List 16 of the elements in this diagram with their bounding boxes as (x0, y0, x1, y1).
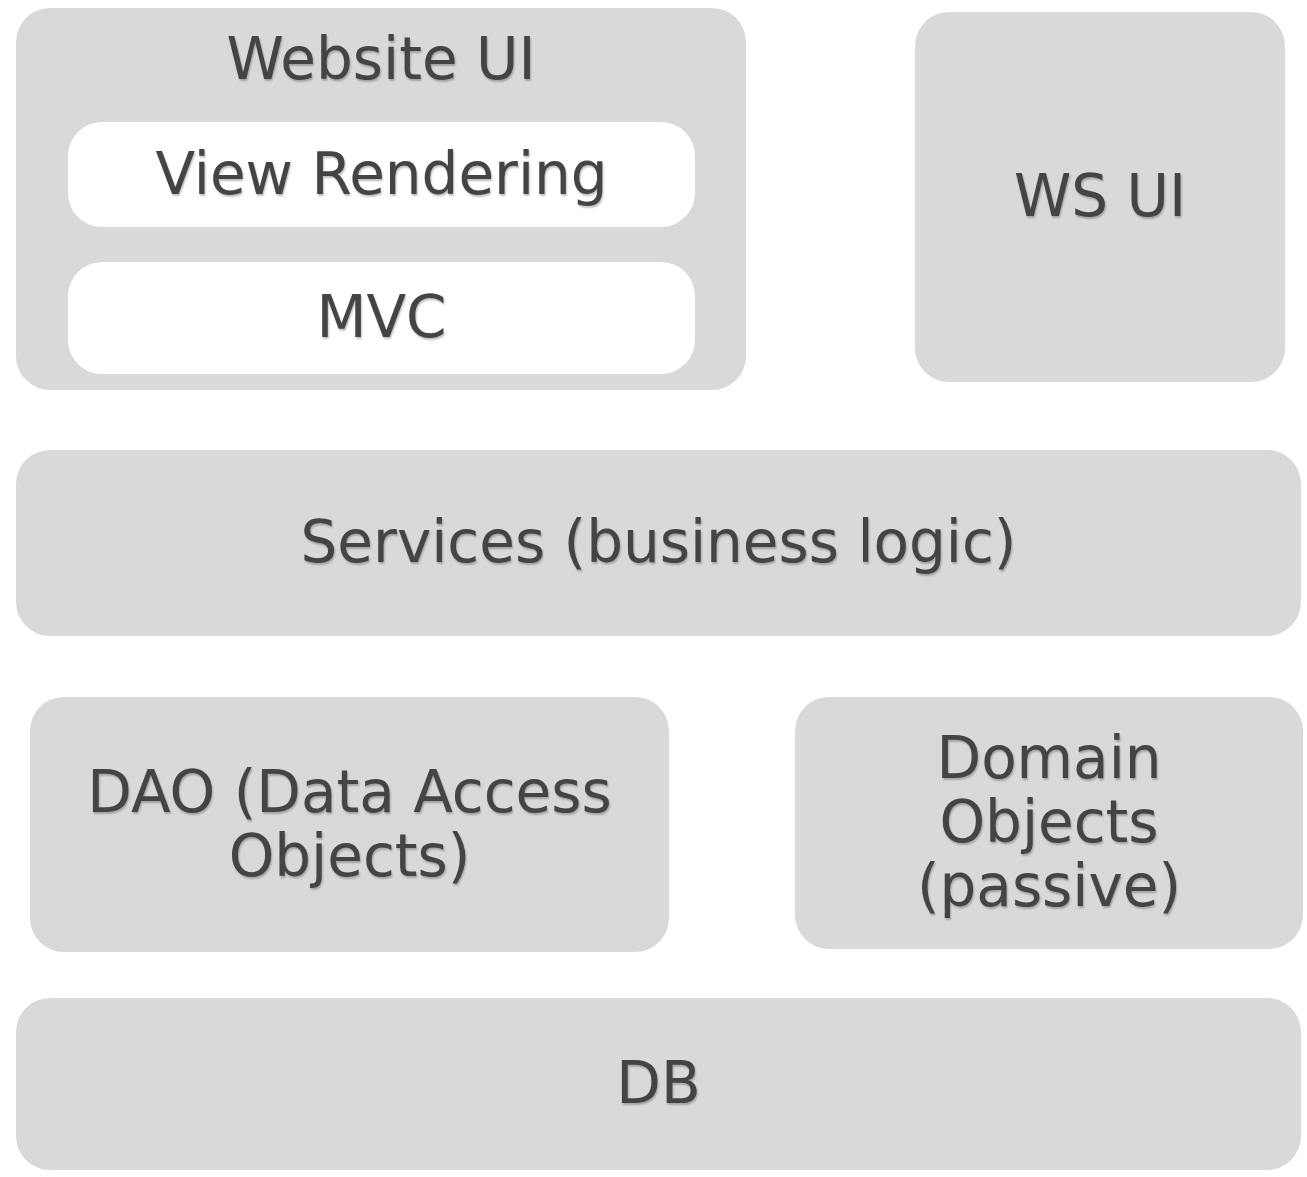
layer-panel (16, 8, 746, 390)
component-box (68, 122, 695, 227)
layer-label: MVC (316, 286, 447, 350)
layer-label: DB (616, 1052, 701, 1116)
layer-label: Domain Objects (passive) (915, 727, 1183, 919)
layer-panel (16, 998, 1301, 1170)
layer-panel (915, 12, 1285, 382)
layer-label: DAO (Data Access Objects) (86, 760, 613, 889)
component-box (68, 262, 695, 374)
layer-panel (795, 697, 1303, 949)
layer-label: WS UI (1013, 165, 1187, 229)
panel-title: Website UI (225, 28, 537, 92)
layer-panel (30, 697, 669, 952)
layer-panel (16, 450, 1301, 636)
layer-label: Services (business logic) (300, 511, 1017, 575)
layer-label: View Rendering (155, 142, 608, 207)
